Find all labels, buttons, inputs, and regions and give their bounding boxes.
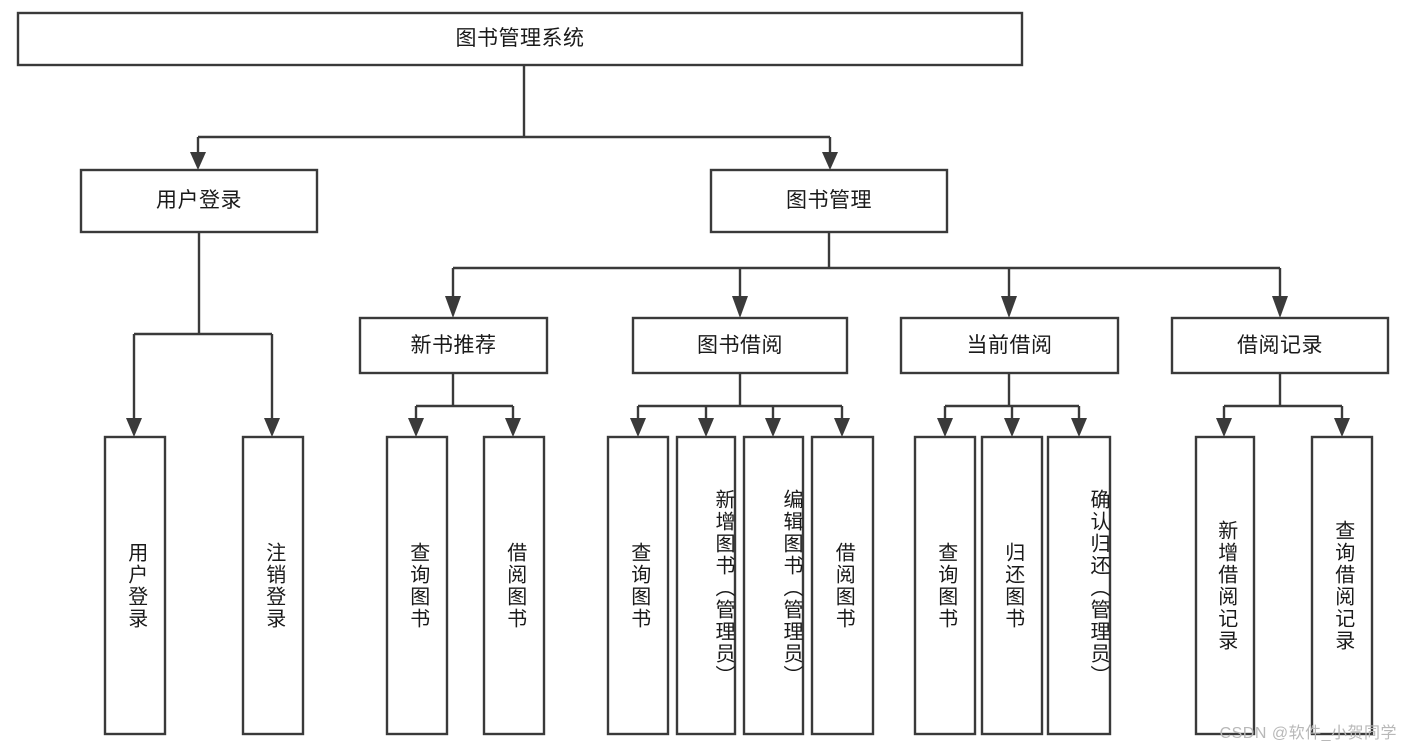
arrow-current-borrow-to-leaf-3 — [1071, 418, 1087, 437]
leaf-box-user-login-1[interactable] — [103, 435, 167, 736]
arrow-borrow-record-to-leaf-1 — [1216, 418, 1232, 437]
arrow-current-borrow-to-leaf-1 — [937, 418, 953, 437]
leaf-box-book-borrow-1[interactable] — [606, 435, 670, 736]
arrow-book-mgmt-to-current — [1001, 296, 1017, 318]
leaf-box-book-borrow-3[interactable] — [742, 435, 805, 736]
leaf-box-current-borrow-1[interactable] — [913, 435, 977, 736]
watermark-text: CSDN @软件_小贺同学 — [1219, 725, 1397, 742]
leaf-box-new-book-1[interactable] — [385, 435, 449, 736]
arrow-book-borrow-to-leaf-3 — [765, 418, 781, 437]
leaf-box-new-book-2[interactable] — [482, 435, 546, 736]
leaf-box-current-borrow-2[interactable] — [980, 435, 1044, 736]
arrow-root-to-user-login — [190, 152, 206, 170]
node-current-borrow-box[interactable] — [899, 316, 1120, 375]
node-root-box[interactable] — [16, 11, 1024, 67]
arrow-new-book-to-leaf-1 — [408, 418, 424, 437]
arrow-book-mgmt-to-borrow — [732, 296, 748, 318]
arrow-borrow-record-to-leaf-2 — [1334, 418, 1350, 437]
arrow-book-mgmt-to-new-book — [445, 296, 461, 318]
leaf-box-borrow-record-2[interactable] — [1310, 435, 1374, 736]
leaf-box-borrow-record-1[interactable] — [1194, 435, 1256, 736]
arrow-root-to-book-mgmt — [822, 152, 838, 170]
leaf-box-current-borrow-3[interactable] — [1046, 435, 1112, 736]
arrow-book-mgmt-to-record — [1272, 296, 1288, 318]
arrow-user-login-to-leaf-2 — [264, 418, 280, 437]
arrow-book-borrow-to-leaf-1 — [630, 418, 646, 437]
node-borrow-record-box[interactable] — [1170, 316, 1390, 375]
node-new-book-box[interactable] — [358, 316, 549, 375]
arrow-book-borrow-to-leaf-4 — [834, 418, 850, 437]
arrow-user-login-to-leaf-1 — [126, 418, 142, 437]
leaf-box-book-borrow-4[interactable] — [810, 435, 875, 736]
node-book-mgmt-box[interactable] — [709, 168, 949, 234]
node-book-borrow-box[interactable] — [631, 316, 849, 375]
arrow-current-borrow-to-leaf-2 — [1004, 418, 1020, 437]
leaf-box-user-login-2[interactable] — [241, 435, 305, 736]
node-user-login-box[interactable] — [79, 168, 319, 234]
arrow-book-borrow-to-leaf-2 — [698, 418, 714, 437]
leaf-box-book-borrow-2[interactable] — [675, 435, 737, 736]
arrow-new-book-to-leaf-2 — [505, 418, 521, 437]
